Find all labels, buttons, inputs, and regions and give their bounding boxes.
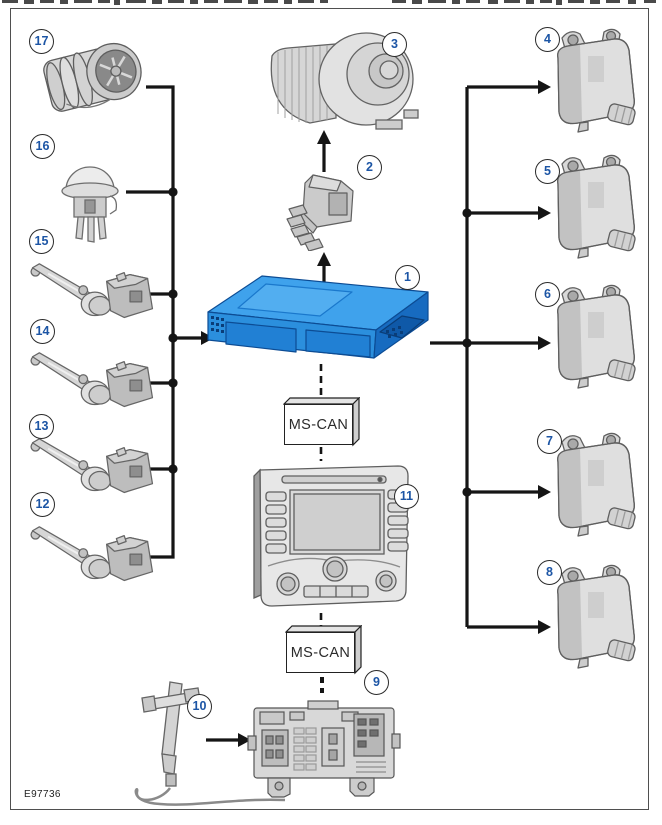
callout-9: 9 bbox=[364, 670, 389, 695]
actuator-motor-5 bbox=[546, 152, 642, 264]
callout-14: 14 bbox=[30, 319, 55, 344]
callout-6: 6 bbox=[535, 282, 560, 307]
ms-can-bus-box-upper: MS-CAN bbox=[282, 396, 361, 447]
callout-8: 8 bbox=[537, 560, 562, 585]
callout-10: 10 bbox=[187, 694, 212, 719]
callout-13: 13 bbox=[29, 414, 54, 439]
central-junction-box-9 bbox=[247, 700, 401, 798]
actuator-motor-6 bbox=[546, 282, 642, 394]
blower-resistor-2 bbox=[286, 174, 354, 251]
callout-1: 1 bbox=[395, 265, 420, 290]
ambient-sensor-10 bbox=[134, 681, 286, 806]
air-intake-aspirator-17 bbox=[43, 42, 142, 112]
callout-11: 11 bbox=[394, 484, 419, 509]
callout-7: 7 bbox=[537, 429, 562, 454]
ms-can-box-3d-edge bbox=[282, 396, 361, 447]
callout-12: 12 bbox=[30, 492, 55, 517]
callout-17: 17 bbox=[29, 29, 54, 54]
temp-sensor-12 bbox=[28, 521, 156, 599]
ms-can-bus-box-lower: MS-CAN bbox=[284, 624, 363, 675]
sunload-sensor-16 bbox=[61, 166, 119, 243]
actuator-motor-8 bbox=[546, 562, 642, 674]
figure-code-label: E97736 bbox=[24, 789, 61, 800]
temp-sensor-14 bbox=[28, 347, 156, 425]
callout-5: 5 bbox=[535, 159, 560, 184]
callout-2: 2 bbox=[357, 155, 382, 180]
actuator-motor-4 bbox=[546, 26, 642, 138]
callout-3: 3 bbox=[382, 32, 407, 57]
audio-head-unit-11 bbox=[253, 465, 409, 607]
callout-16: 16 bbox=[30, 134, 55, 159]
ms-can-label-lower: MS-CAN bbox=[290, 644, 351, 661]
callout-4: 4 bbox=[535, 27, 560, 52]
climate-control-module-1 bbox=[207, 275, 429, 359]
ms-can-label-upper: MS-CAN bbox=[288, 416, 349, 433]
callout-15: 15 bbox=[29, 229, 54, 254]
